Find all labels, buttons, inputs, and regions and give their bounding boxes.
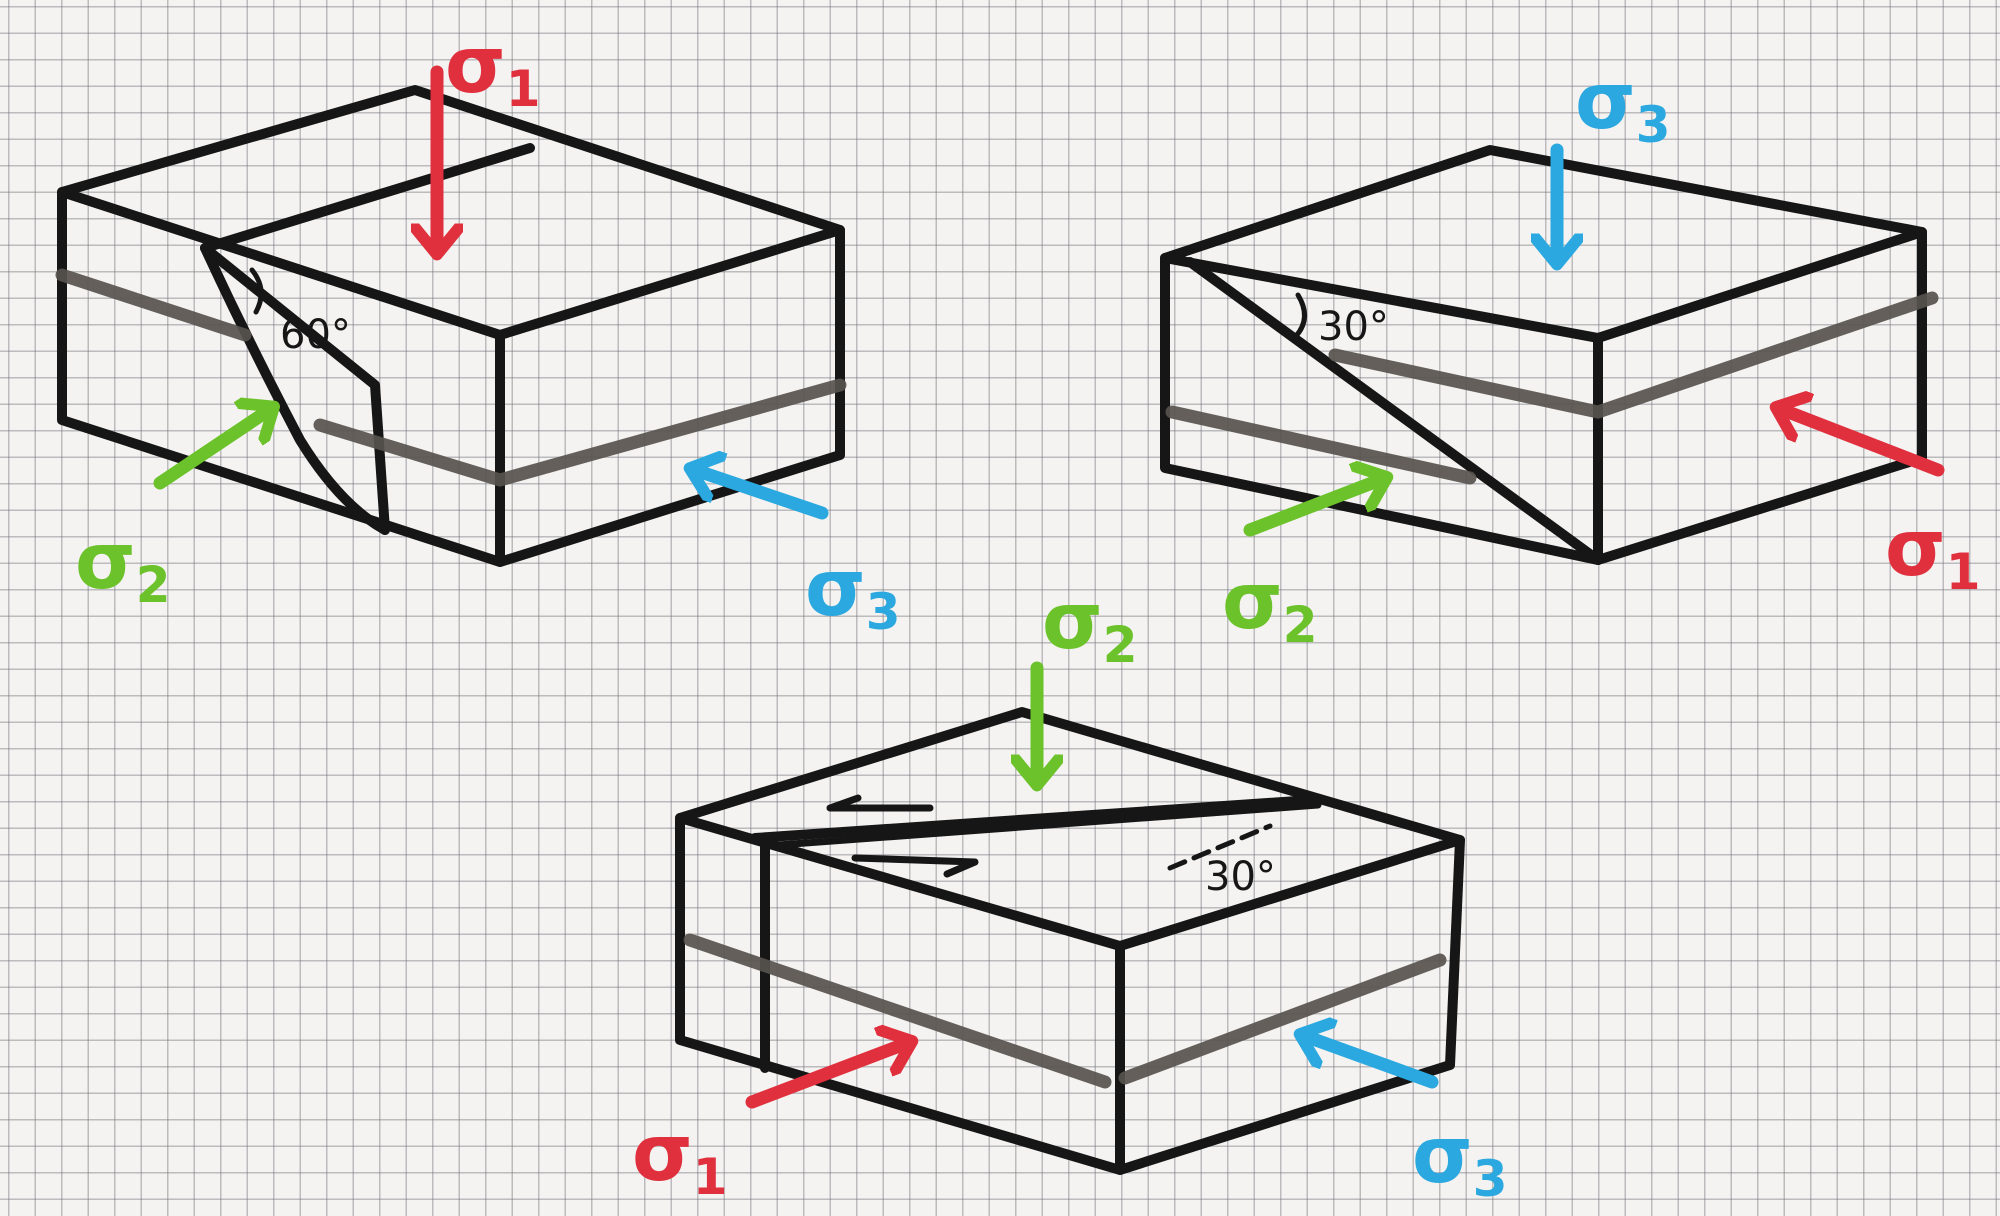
sigma-3-arrow [692, 469, 829, 520]
sigma-3-label: σ3 [1412, 1111, 1508, 1208]
reverse-fault-angle-arc [1293, 292, 1307, 339]
strike-slip-fault-plane-offset [761, 801, 1322, 850]
sigma-3-label: σ3 [805, 544, 901, 641]
sigma-2-label: σ2 [1222, 557, 1318, 654]
sigma-3-label: σ3 [1575, 57, 1671, 154]
strike-slip-fault-block: 30° σ2 σ1 σ3 [632, 577, 1508, 1208]
sigma-1-label: σ1 [1885, 504, 1981, 601]
sigma-2-arrow [153, 408, 272, 490]
slip-arrow-left [826, 794, 934, 812]
normal-fault-sigma-left: σ2 [75, 408, 272, 614]
normal-fault-angle-arc [249, 267, 264, 315]
sigma-2-label: σ2 [1042, 577, 1138, 674]
strike-slip-marker-layer [683, 933, 1447, 1089]
sigma-1-label: σ1 [445, 21, 541, 118]
normal-fault-block: 60° σ1 σ2 σ3 [55, 21, 901, 641]
sigma-1-arrow [1778, 408, 1945, 477]
reverse-fault-sigma-left: σ2 [1222, 478, 1385, 654]
strike-slip-sigma-left: σ1 [632, 1042, 910, 1206]
normal-fault-block-outline [57, 85, 845, 567]
strike-slip-sigma-right: σ3 [1302, 1035, 1508, 1208]
normal-fault-angle-label: 60° [280, 312, 351, 358]
reverse-fault-block: 30° σ3 σ2 σ1 [1160, 57, 1981, 654]
sigma-2-arrow [1243, 478, 1385, 537]
sigma-2-label: σ2 [75, 517, 171, 614]
normal-fault-sigma-vertical: σ1 [437, 21, 541, 252]
sigma-3-arrow [1302, 1035, 1439, 1089]
strike-slip-angle-label: 30° [1205, 854, 1276, 900]
sigma-1-arrow [745, 1042, 910, 1109]
sigma-1-label: σ1 [632, 1109, 728, 1206]
strike-slip-fault-block-outline [675, 707, 1465, 1175]
normal-fault-plane [200, 243, 390, 535]
strike-slip-sense-arrows [826, 794, 979, 878]
normal-fault-offset-line [200, 143, 535, 253]
strike-slip-sigma-vertical: σ2 [1037, 577, 1138, 783]
strike-slip-fault-plane [750, 795, 1317, 843]
slip-arrow-right [851, 854, 979, 878]
normal-fault-sigma-right: σ3 [692, 469, 901, 641]
reverse-fault-angle-label: 30° [1318, 304, 1389, 350]
reverse-fault-plane [1185, 257, 1603, 565]
reverse-fault-marker-layer [1165, 291, 1939, 485]
reverse-fault-block-outline [1160, 145, 1927, 565]
strike-slip-angle-dash [1167, 823, 1273, 871]
normal-fault-marker-layer [55, 268, 847, 487]
reverse-fault-sigma-right: σ1 [1778, 408, 1981, 601]
reverse-fault-sigma-vertical: σ3 [1557, 57, 1671, 262]
